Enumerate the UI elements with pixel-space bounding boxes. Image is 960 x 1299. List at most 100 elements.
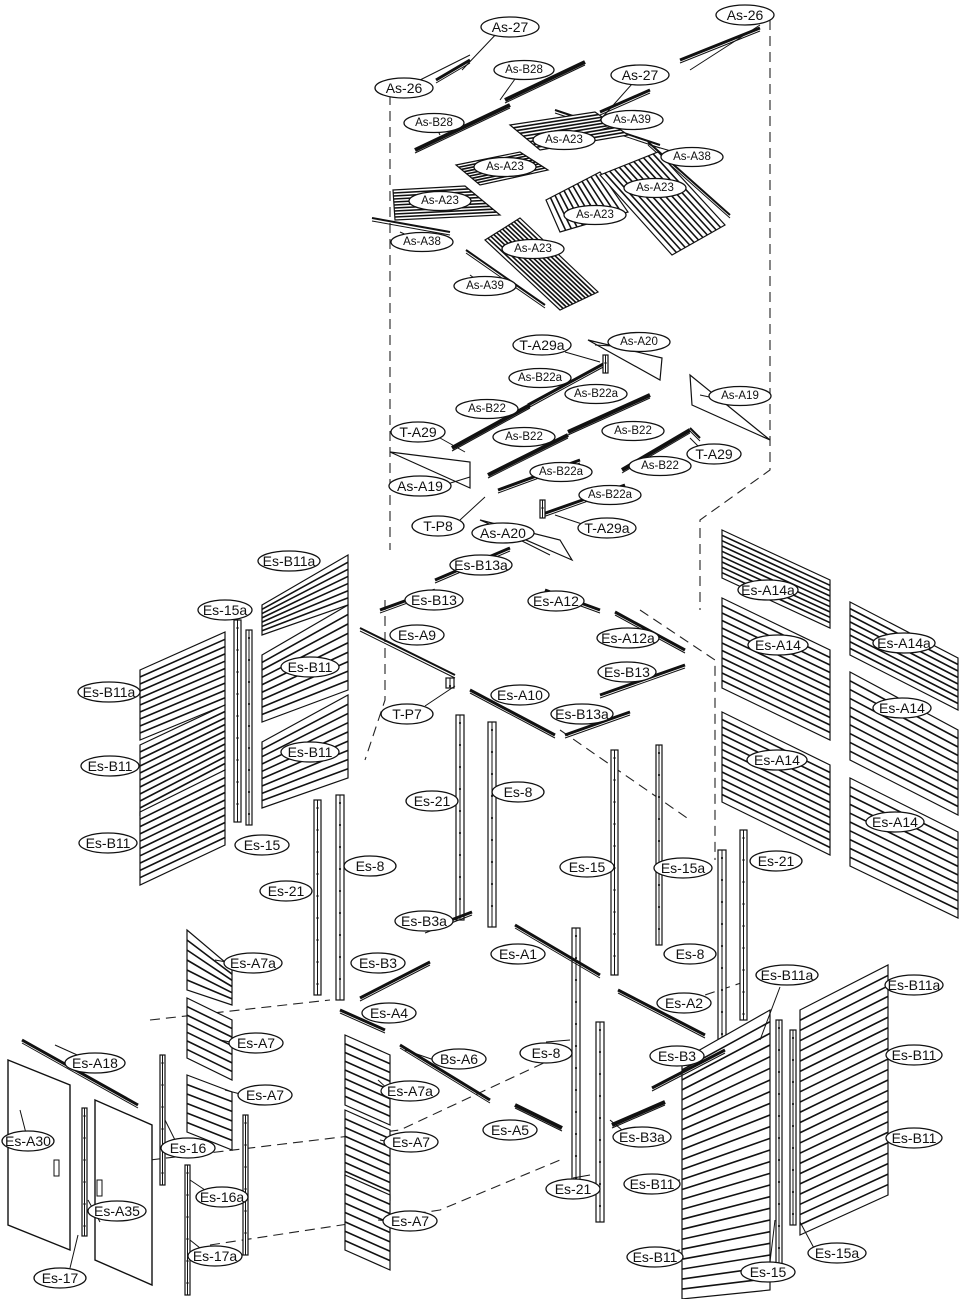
callout-text: Es-17a (193, 1248, 238, 1264)
panel-rib (849, 634, 959, 692)
callout-tp8: T-P8 (411, 515, 465, 537)
panel-rib (344, 1126, 391, 1149)
panel-rib (487, 237, 564, 310)
callout-text: As-A23 (421, 195, 459, 207)
panel-rib (186, 1022, 233, 1047)
panel-rib (799, 985, 889, 1032)
callout-esb11b: Es-B11 (280, 656, 340, 678)
callout-es17: Es-17 (33, 1267, 87, 1289)
panel-rib (344, 1230, 391, 1252)
as-b22a-rail (527, 360, 608, 409)
panel-rib (681, 1114, 771, 1151)
panel-rib (504, 226, 583, 301)
panel-rib (849, 647, 959, 705)
callout-text: Es-A7 (392, 1134, 430, 1150)
callout-text: Es-21 (758, 853, 795, 869)
panel-rib (721, 672, 831, 726)
panel-rib (681, 1160, 771, 1191)
callout-text: Es-A7 (391, 1213, 429, 1229)
callout-text: T-P8 (423, 518, 453, 534)
callout-es16: Es-16 (160, 1137, 216, 1159)
callout-esa7d: Es-A7 (382, 1210, 438, 1232)
panel-rib (519, 118, 607, 135)
panel-rib (849, 715, 959, 774)
panel-rib (681, 1090, 771, 1131)
callout-text: As-A38 (673, 151, 711, 163)
callout-text: Es-B11 (288, 659, 333, 675)
panel-rib (681, 1149, 771, 1181)
callout-text: Es-8 (356, 858, 385, 874)
panel-rib (799, 995, 889, 1042)
panel-rib (721, 778, 831, 834)
callout-asb22a1: As-B22a (508, 367, 572, 389)
panel-rib (799, 1058, 889, 1103)
panel-rib (344, 1211, 391, 1234)
callout-text: T-A29a (584, 520, 629, 536)
panel-rib (721, 545, 831, 597)
panel-rib (849, 697, 959, 757)
es-8-post (335, 794, 345, 1001)
panel-rib (721, 550, 831, 603)
panel-rib (261, 632, 349, 679)
callout-es8c: Es-8 (663, 943, 717, 965)
panel-rib (513, 113, 599, 129)
callout-asb22b2: As-B22 (492, 426, 556, 448)
callout-text: Es-21 (268, 883, 305, 899)
es-15-post (775, 1019, 783, 1271)
panel-rib (681, 1230, 771, 1250)
panel-rib (613, 168, 686, 249)
callout-text: As-B22 (505, 431, 543, 443)
callout-ta29a1: T-A29a (512, 334, 572, 356)
panel-rib (721, 604, 831, 659)
panel-rib (523, 121, 610, 137)
callout-asb22a2: As-B22a (564, 383, 628, 405)
panel-rib (139, 660, 226, 699)
leader-line (609, 1119, 623, 1131)
callout-text: As-B22 (641, 460, 679, 472)
callout-text: As-A39 (613, 114, 651, 126)
panel-rib (344, 1051, 391, 1074)
panel-rib (344, 1069, 391, 1091)
panel-rib (721, 634, 831, 689)
es-8-post (717, 849, 727, 1046)
parts-layer (7, 26, 959, 1299)
callout-text: As-B28 (415, 117, 453, 129)
panel-rib (186, 1112, 233, 1132)
panel-rib (652, 153, 722, 229)
callout-text: Es-A30 (5, 1133, 51, 1149)
panel-rib (799, 1100, 889, 1144)
callout-asb28b: As-B28 (403, 112, 465, 134)
t-p7 (445, 677, 455, 689)
panel-rib (681, 1195, 771, 1221)
callout-esb11d: Es-B11 (80, 755, 140, 777)
panel-rib (681, 1137, 771, 1171)
callout-tp7: T-P7 (380, 703, 434, 725)
callout-esa14a2: Es-A14a (872, 632, 936, 654)
callout-asa23e: As-A23 (563, 204, 627, 226)
panel-rib (393, 188, 469, 194)
callout-text: As-B22a (588, 489, 633, 501)
es-15a-post (655, 744, 663, 946)
panel-rib (681, 1044, 771, 1091)
panel-rib (681, 1125, 771, 1161)
callout-esa10: Es-A10 (490, 684, 550, 706)
panel-rib (139, 667, 226, 706)
panel-rib (344, 1161, 391, 1184)
es-15a-post (789, 1029, 797, 1226)
callout-text: Es-B11a (761, 967, 814, 983)
panel-rib (849, 830, 959, 885)
callout-esa1: Es-A1 (490, 943, 546, 965)
panel-rib (261, 561, 349, 610)
panel-rib (186, 1014, 233, 1038)
panel-rib (344, 1118, 391, 1140)
callout-esa7b: Es-A7 (237, 1084, 293, 1106)
panel-rib (507, 224, 586, 299)
callout-esb13b: Es-B13 (597, 661, 657, 683)
panel-rib (139, 762, 226, 809)
panel-rib (618, 166, 691, 246)
panel-rib (139, 638, 226, 678)
callout-text: T-P7 (392, 706, 422, 722)
callout-text: Es-A10 (497, 687, 543, 703)
callout-text: As-A19 (397, 478, 443, 494)
callout-es21d: Es-21 (545, 1178, 601, 1200)
